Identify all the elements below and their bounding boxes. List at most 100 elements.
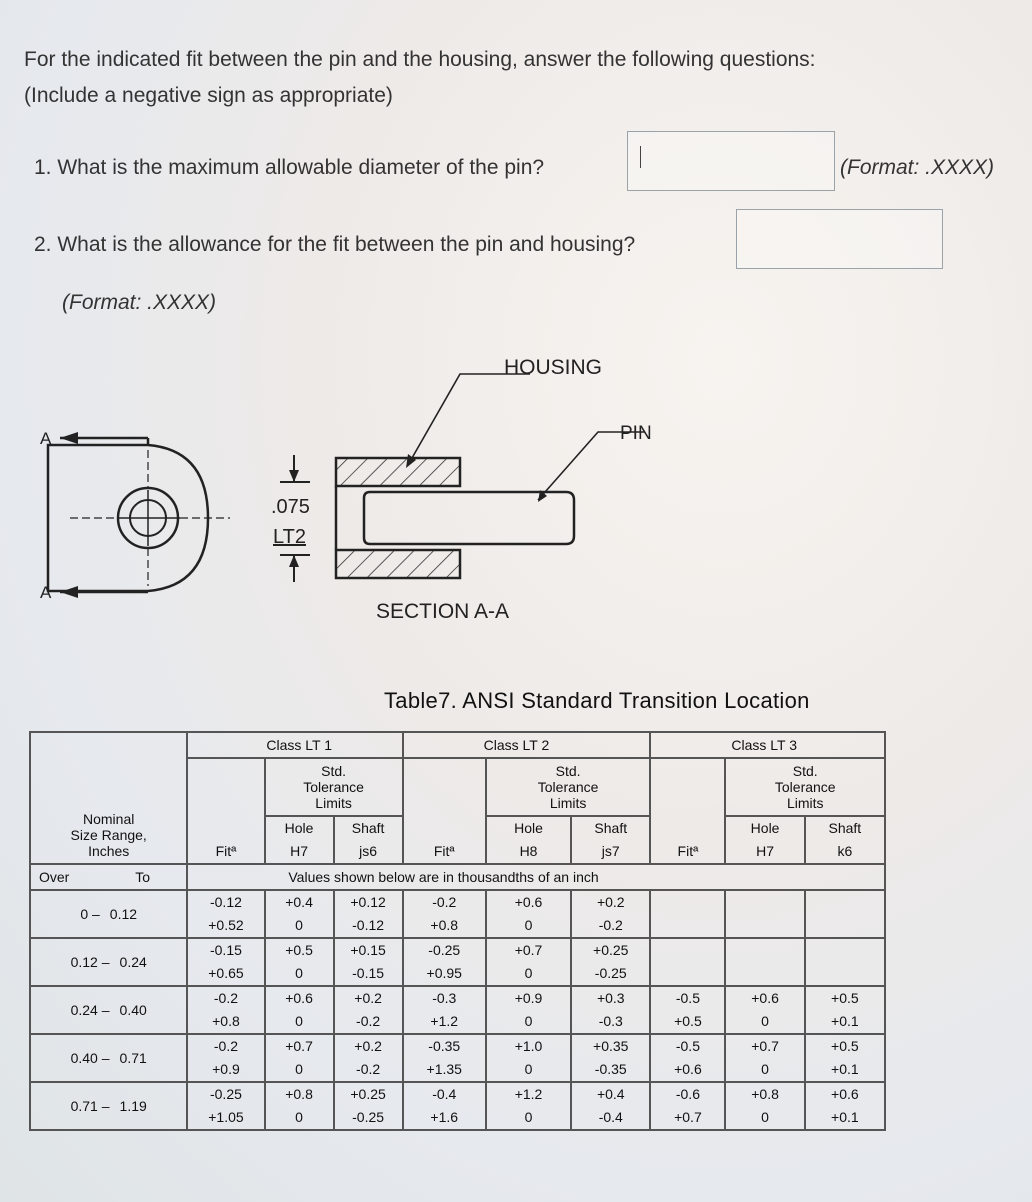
table-cell: +0.25 (332, 1081, 404, 1106)
pin-leader (537, 431, 645, 501)
size-range-label-1: Nominal (83, 811, 135, 827)
pin-body (362, 490, 576, 546)
table-cell: -0.3 (570, 1010, 652, 1035)
table-cell: -0.2 (332, 1010, 404, 1035)
table-cell: +0.12 (332, 889, 404, 914)
text-cursor (640, 146, 641, 168)
size-to: 0.71 (119, 1049, 147, 1066)
class-lt1-header: Class LT 1 (186, 731, 404, 759)
question-intro: For the indicated fit between the pin an… (24, 48, 816, 107)
pin-housing-drawing: A A .075 LT2 HOUSING PIN SECTION A-A (40, 356, 652, 623)
table-cell: +0.5 (263, 937, 335, 962)
size-over: 0.24 – (70, 1001, 110, 1018)
class-lt2-header: Class LT 2 (401, 731, 652, 759)
table-cell: -0.6 (649, 1081, 727, 1106)
table-cell: -0.4 (570, 1106, 652, 1131)
table-cell (649, 889, 727, 914)
table-cell: +0.6 (649, 1058, 727, 1083)
table-cell: +0.6 (803, 1081, 887, 1106)
table-cell: 0 (263, 914, 335, 939)
table-cell: 0 (263, 1058, 335, 1083)
table-cell: +0.4 (263, 889, 335, 914)
table-row: 0 –0.12-0.12+0.4+0.12-0.2+0.6+0.2 (28, 889, 887, 939)
table-cell: 0 (724, 1058, 806, 1083)
size-over: 0.12 – (70, 953, 110, 970)
answer-2-input[interactable] (736, 209, 943, 269)
table-row: 0.40 –0.71-0.2+0.7+0.2-0.35+1.0+0.35-0.5… (28, 1033, 887, 1083)
table-cell: +0.8 (263, 1081, 335, 1106)
table-cell (724, 889, 806, 914)
table-cell (724, 962, 806, 987)
size-to: 0.24 (119, 953, 147, 970)
table-cell: +0.9 (484, 985, 573, 1010)
table-cell: +0.5 (649, 1010, 727, 1035)
size-to: 0.40 (119, 1001, 147, 1018)
table-cell: -0.4 (401, 1081, 487, 1106)
table-cell: +0.3 (570, 985, 652, 1010)
size-to: 1.19 (119, 1097, 147, 1114)
table-row: 0.12 –0.24-0.15+0.5+0.15-0.25+0.7+0.25 (28, 937, 887, 987)
table-cell: +0.65 (186, 962, 266, 987)
table-row: 0.71 –1.19-0.25+0.8+0.25-0.4+1.2+0.4-0.6… (28, 1081, 887, 1131)
size-range-header-top (28, 731, 189, 758)
table-cell: +1.05 (186, 1106, 266, 1131)
housing-leader (407, 373, 530, 466)
table-cell: +0.8 (724, 1081, 806, 1106)
table-cell: +0.2 (332, 985, 404, 1010)
size-over: 0 – (80, 905, 100, 922)
table-row: 0.24 –0.40-0.2+0.6+0.2-0.3+0.9+0.3-0.5+0… (28, 985, 887, 1035)
table-cell: -0.25 (401, 937, 487, 962)
table-cell: -0.25 (570, 962, 652, 987)
table-cell: 0 (263, 962, 335, 987)
size-over: 0.71 – (70, 1097, 110, 1114)
table-cell: +0.1 (803, 1106, 887, 1131)
table-cell: 0 (484, 914, 573, 939)
table-cell: 0 (263, 1106, 335, 1131)
size-range-header: Nominal Size Range, Inches (28, 758, 189, 865)
table-cell: -0.35 (401, 1033, 487, 1058)
table-cell (724, 937, 806, 962)
lt1-fit-header: Fitª (186, 757, 266, 865)
section-label: SECTION A-A (376, 600, 509, 623)
table-cell: -0.15 (332, 962, 404, 987)
table-cell: +0.1 (803, 1010, 887, 1035)
table-cell: 0 (724, 1106, 806, 1131)
table-cell: +0.2 (332, 1033, 404, 1058)
table-cell: +0.52 (186, 914, 266, 939)
table-cell: 0 (263, 1010, 335, 1035)
table-cell: 0 (484, 1106, 573, 1131)
over-label: Over (39, 868, 70, 885)
table-cell (803, 937, 887, 962)
table-cell: 0 (484, 1010, 573, 1035)
table-cell: +0.6 (263, 985, 335, 1010)
table-cell (803, 889, 887, 914)
size-to: 0.12 (109, 905, 138, 922)
table-cell: 0 (484, 962, 573, 987)
pin-label: PIN (620, 423, 652, 444)
size-range-cell: 0.12 – 0.24 (28, 937, 189, 987)
table-cell: +1.0 (484, 1033, 573, 1058)
table-cell: +0.6 (484, 889, 573, 914)
size-range-cell: 0.71 – 1.19 (28, 1081, 189, 1131)
table-cell: +0.25 (570, 937, 652, 962)
question-2-text: 2. What is the allowance for the fit bet… (34, 233, 636, 256)
table-cell: +0.1 (803, 1058, 887, 1083)
table-cell (649, 962, 727, 987)
table-cell: +1.35 (401, 1058, 487, 1083)
table-cell: -0.5 (649, 985, 727, 1010)
table-cell: +0.8 (186, 1010, 266, 1035)
answer-1-input[interactable] (627, 131, 835, 191)
table-cell: +0.7 (724, 1033, 806, 1058)
table-cell: +0.6 (724, 985, 806, 1010)
table-cell: -0.15 (186, 937, 266, 962)
table-cell: +0.15 (332, 937, 404, 962)
lt2-fit-header: Fitª (401, 757, 487, 865)
